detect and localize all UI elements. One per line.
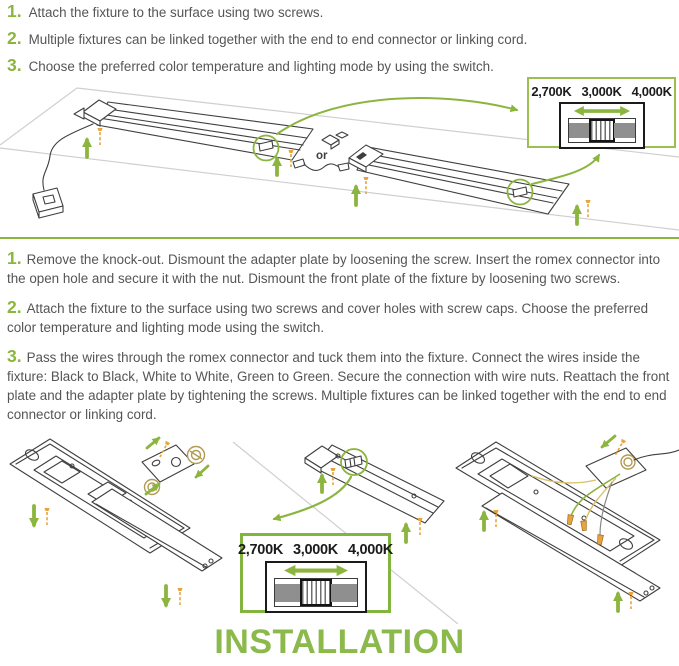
switch-knob	[299, 579, 332, 606]
temp-4000k: 4,000K	[631, 84, 672, 99]
step-text: Pass the wires through the romex connect…	[7, 350, 670, 422]
switch-location-diagram	[232, 441, 459, 624]
track-left	[274, 583, 301, 602]
screw-icon	[176, 587, 184, 606]
switch-circle-icon	[506, 178, 534, 206]
temp-4000k: 4,000K	[347, 542, 393, 558]
temp-2700k: 2,700K	[531, 84, 572, 99]
callout-pointer-curve	[531, 153, 600, 185]
temp-3000k: 3,000K	[293, 542, 338, 558]
section-divider	[0, 237, 679, 239]
top-step-3: 3. Choose the preferred color temperatur…	[7, 56, 675, 76]
middle-step-1: 1.Remove the knock-out. Dismount the ada…	[7, 249, 675, 288]
screw-icon	[43, 507, 51, 526]
adapter-plate	[141, 444, 195, 483]
slider-switch	[264, 561, 367, 613]
top-step-2: 2. Multiple fixtures can be linked toget…	[7, 29, 675, 49]
surface-mount-diagram: or	[0, 87, 679, 231]
power-plug-icon	[32, 123, 94, 219]
color-temp-callout-top: 2,700K 3,000K 4,000K	[527, 77, 676, 149]
step-number: 2.	[7, 28, 22, 48]
fixture-left	[73, 99, 314, 162]
step-number: 2.	[7, 297, 22, 317]
fixture-right	[348, 144, 570, 215]
step-text: Choose the preferred color temperature a…	[28, 59, 494, 74]
installation-title: INSTALLATION	[214, 623, 465, 661]
step-text: Remove the knock-out. Dismount the adapt…	[7, 252, 661, 286]
or-label: or	[316, 150, 328, 162]
step-text: Attach the fixture to the surface using …	[7, 301, 649, 335]
color-temp-callout-bottom: 2,700K 3,000K 4,000K	[238, 533, 393, 613]
switch-knob	[588, 119, 615, 142]
switch-circle-icon	[252, 134, 280, 162]
down-arrow-icon	[600, 434, 617, 449]
middle-step-2: 2.Attach the fixture to the surface usin…	[7, 298, 675, 337]
screw-icon	[96, 127, 104, 146]
step-text: Multiple fixtures can be linked together…	[28, 32, 528, 47]
temp-3000k: 3,000K	[581, 84, 622, 99]
screw-cap-icon	[186, 445, 206, 465]
up-arrow-icon	[144, 482, 161, 496]
track-left	[568, 123, 590, 138]
wiring-diagram	[455, 434, 679, 613]
callout-pointer-curve	[276, 96, 519, 135]
up-arrow-icon	[145, 436, 161, 450]
step-number: 1.	[7, 1, 22, 21]
step-number: 3.	[7, 55, 22, 75]
callout-pointer-curve	[272, 475, 353, 522]
wires	[531, 473, 621, 536]
switch-circle-icon	[340, 448, 368, 476]
top-instructions: 1. Attach the fixture to the surface usi…	[7, 2, 675, 83]
middle-step-3: 3.Pass the wires through the romex conne…	[7, 347, 675, 424]
switch-track	[567, 118, 636, 143]
temp-2700k: 2,700K	[238, 542, 284, 558]
temp-labels: 2,700K 3,000K 4,000K	[238, 542, 393, 558]
assembly-diagrams	[9, 434, 679, 624]
down-arrow-icon	[194, 464, 210, 479]
screw-icon	[584, 199, 592, 218]
track-right	[613, 123, 635, 138]
adapter-plate	[585, 447, 679, 489]
track-right	[330, 583, 357, 602]
step-number: 1.	[7, 248, 22, 268]
exploded-fixture-diagram	[9, 436, 223, 608]
step-text: Attach the fixture to the surface using …	[28, 5, 324, 20]
top-step-1: 1. Attach the fixture to the surface usi…	[7, 2, 675, 22]
slider-switch	[558, 102, 645, 149]
detailed-instructions: 1.Remove the knock-out. Dismount the ada…	[7, 249, 675, 434]
linking-cord-icon	[292, 158, 350, 172]
end-to-end-connector-icon	[321, 131, 349, 150]
switch-track	[273, 578, 358, 607]
double-arrow-icon	[573, 106, 630, 116]
double-arrow-icon	[283, 564, 348, 577]
step-number: 3.	[7, 346, 22, 366]
temp-labels: 2,700K 3,000K 4,000K	[531, 84, 672, 99]
